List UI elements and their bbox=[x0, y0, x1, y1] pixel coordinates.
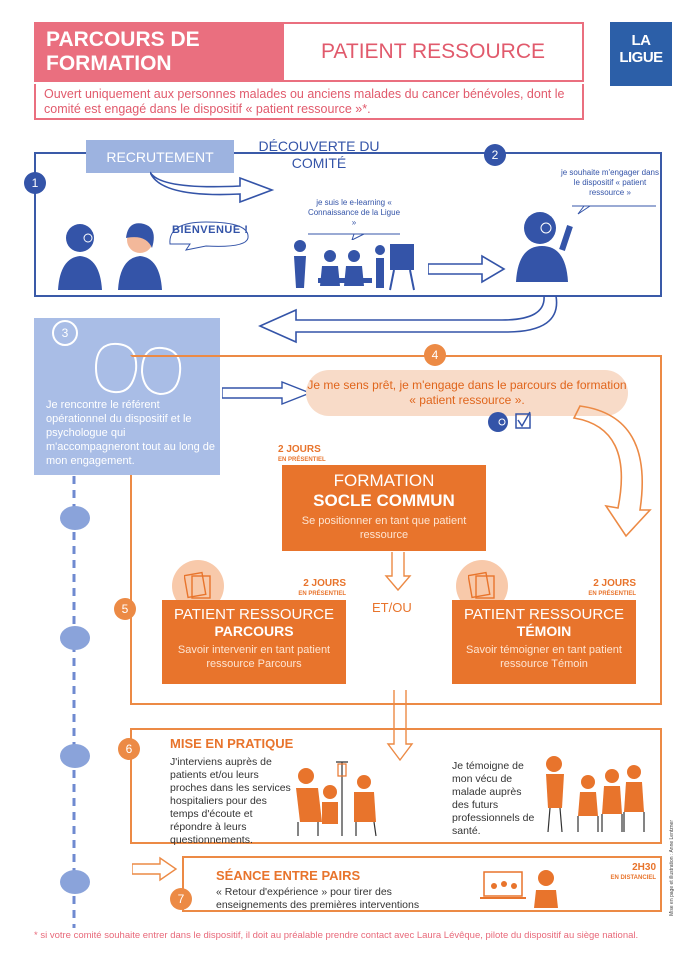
timeline-bubble-icon bbox=[60, 626, 90, 650]
engage-bubble: je souhaite m'engager dans le dispositif… bbox=[560, 168, 660, 197]
temoin-title2: TÉMOIN bbox=[516, 623, 572, 639]
parcours-duration: 2 JOURS EN PRÉSENTIEL bbox=[298, 578, 346, 600]
arrow-down-icon bbox=[384, 552, 412, 592]
socle-title1: FORMATION bbox=[333, 471, 435, 490]
duration-mode: EN DISTANCIEL bbox=[610, 875, 656, 881]
speech-bubble-icon bbox=[169, 221, 249, 251]
step-5-badge: 5 bbox=[114, 598, 136, 620]
person-checkbox-icon bbox=[488, 411, 531, 432]
curved-arrow-icon bbox=[258, 296, 558, 344]
intro-text: Ouvert uniquement aux personnes malades … bbox=[34, 84, 584, 120]
duration-days: 2 JOURS bbox=[303, 578, 346, 589]
group-elearning-icon bbox=[294, 240, 415, 291]
temoin-duration: 2 JOURS EN PRÉSENTIEL bbox=[586, 578, 636, 600]
peer-session-title: SÉANCE ENTRE PAIRS bbox=[216, 868, 361, 883]
step-1-badge: 1 bbox=[24, 172, 46, 194]
discovery-label: DÉCOUVERTE DU COMITÉ bbox=[258, 138, 380, 171]
person-waving-icon bbox=[516, 212, 573, 282]
step-3-badge: 3 bbox=[52, 320, 78, 346]
documents-icon bbox=[184, 571, 211, 599]
elearning-bubble: je suis le e-learning « Connaissance de … bbox=[307, 198, 401, 227]
step-6-badge: 6 bbox=[118, 738, 140, 760]
socle-title2: SOCLE COMMUN bbox=[313, 491, 455, 510]
recruitment-label: RECRUTEMENT bbox=[86, 140, 234, 173]
socle-duration: 2 JOURS EN PRÉSENTIEL bbox=[278, 444, 326, 466]
step-2-badge: 2 bbox=[484, 144, 506, 166]
timeline-bubble-icon bbox=[60, 744, 90, 768]
logo-main: LA LIGUE bbox=[619, 32, 663, 66]
duration-time: 2H30 bbox=[632, 862, 656, 873]
duration-days: 2 JOURS bbox=[593, 578, 636, 589]
duration-mode: EN PRÉSENTIEL bbox=[298, 591, 346, 597]
duration-mode: EN PRÉSENTIEL bbox=[588, 591, 636, 597]
training-frame bbox=[130, 355, 662, 705]
temoin-desc: Savoir témoigner en tant patient ressour… bbox=[466, 644, 622, 670]
two-people-icon bbox=[94, 342, 182, 396]
arrow-right-icon bbox=[222, 380, 312, 406]
two-people-icon bbox=[58, 223, 162, 290]
credit: Mise en page et illustration : Anne Lent… bbox=[669, 820, 675, 916]
parcours-box: PATIENT RESSOURCE PARCOURS Savoir interv… bbox=[162, 600, 346, 684]
timeline-bubble-icon bbox=[60, 870, 90, 894]
laptop-person-icon bbox=[480, 870, 558, 908]
peer-session-text: « Retour d'expérience » pour tirer des e… bbox=[216, 886, 420, 911]
arrow-right-icon bbox=[150, 171, 275, 204]
speech-bubble-icon bbox=[572, 205, 656, 215]
peer-session-duration: 2H30 EN DISTANCIEL bbox=[600, 862, 656, 884]
section-recruitment-frame bbox=[34, 152, 662, 297]
practice-title: MISE EN PRATIQUE bbox=[170, 736, 294, 751]
step-7-badge: 7 bbox=[170, 888, 192, 910]
duration-days: 2 JOURS bbox=[278, 444, 321, 455]
logo-sub: CONTRE LE CANCER bbox=[611, 88, 671, 94]
arrow-down-icon bbox=[386, 690, 414, 762]
duration-mode: EN PRÉSENTIEL bbox=[278, 457, 326, 463]
timeline-dashed-line bbox=[72, 476, 76, 928]
ready-bubble: Je me sens prêt, je m'engage dans le par… bbox=[306, 370, 628, 416]
peer-session-frame bbox=[182, 856, 662, 912]
step-4-badge: 4 bbox=[424, 344, 446, 366]
hospital-visit-icon bbox=[296, 761, 377, 837]
socle-desc: Se positionner en tant que patient resso… bbox=[301, 515, 467, 541]
arrow-right-icon bbox=[132, 856, 178, 882]
logo: LA LIGUE CONTRE LE CANCER bbox=[610, 22, 672, 94]
header-right-title: PATIENT RESSOURCE bbox=[282, 22, 584, 82]
parcours-title1: PATIENT RESSOURCE bbox=[173, 606, 335, 623]
socle-commun-box: FORMATION SOCLE COMMUN Se positionner en… bbox=[282, 465, 486, 551]
and-or-label: ET/OU bbox=[372, 600, 412, 615]
temoin-box: PATIENT RESSOURCE TÉMOIN Savoir témoigne… bbox=[452, 600, 636, 684]
documents-icon bbox=[468, 571, 495, 599]
parcours-desc: Savoir intervenir en tant patient ressou… bbox=[177, 644, 331, 670]
temoin-title1: PATIENT RESSOURCE bbox=[463, 606, 625, 623]
footnote: * si votre comité souhaite entrer dans l… bbox=[34, 930, 639, 941]
header-left-title: PARCOURS DE FORMATION bbox=[34, 22, 282, 82]
audience-icon bbox=[546, 756, 645, 833]
practice-frame bbox=[130, 728, 662, 844]
arrow-right-icon bbox=[428, 254, 506, 284]
speech-bubble-icon bbox=[308, 233, 400, 240]
practice-text-right: Je témoigne de mon vécu de malade auprès… bbox=[452, 760, 535, 837]
curved-arrow-icon bbox=[572, 405, 652, 538]
greeting-text: BIENVENUE ! bbox=[172, 224, 249, 236]
timeline-bubble-icon bbox=[60, 506, 90, 530]
practice-text-left: J'interviens auprès de patients et/ou le… bbox=[170, 756, 291, 846]
parcours-title2: PARCOURS bbox=[214, 623, 294, 639]
training-frame-left-edge bbox=[130, 475, 132, 705]
step-3-text: Je rencontre le référent opérationnel du… bbox=[46, 399, 216, 467]
